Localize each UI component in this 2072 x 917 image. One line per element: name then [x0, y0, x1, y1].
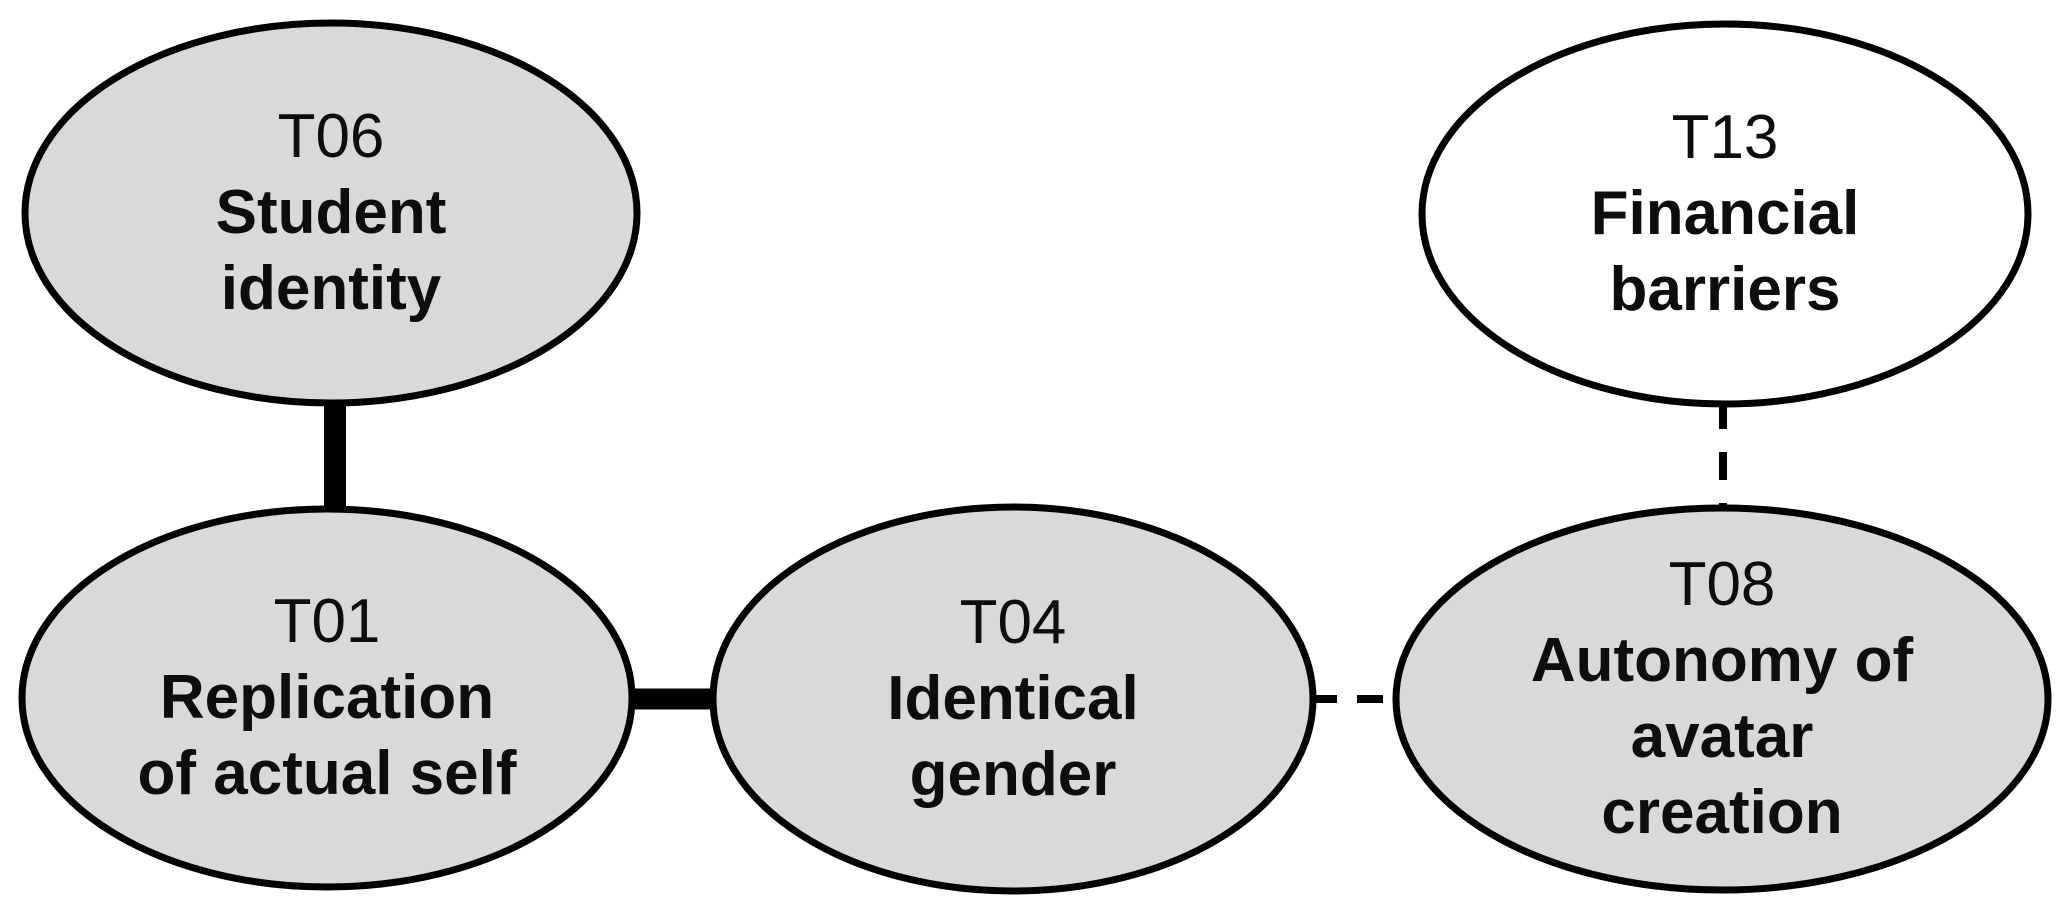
node-ellipse-t04 — [709, 503, 1317, 895]
node-ellipse-t13 — [1418, 20, 2032, 408]
node-ellipse-t01 — [18, 505, 636, 891]
node-ellipse-t08 — [1392, 504, 2052, 894]
node-ellipse-t06 — [21, 19, 641, 407]
